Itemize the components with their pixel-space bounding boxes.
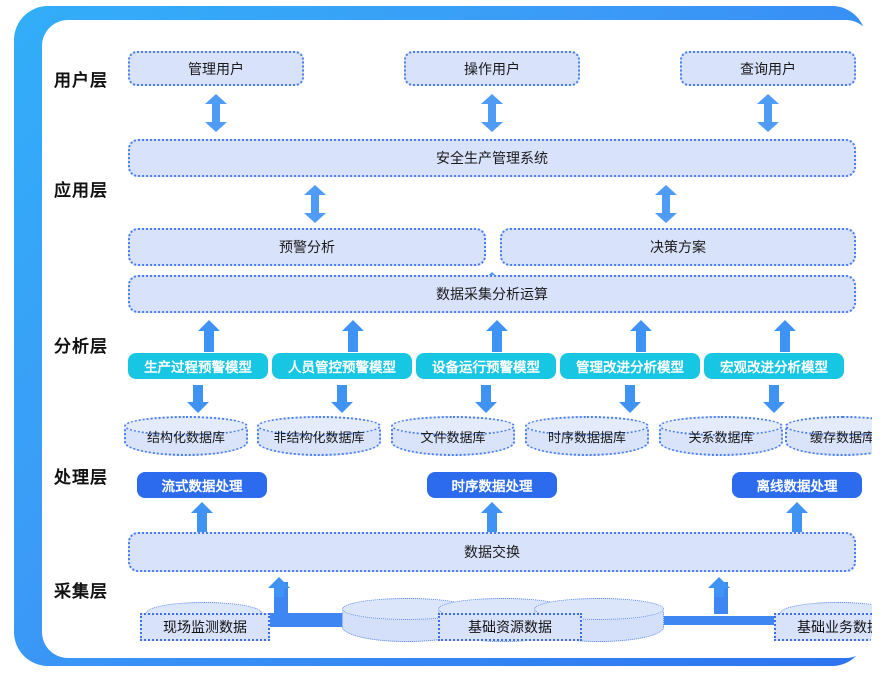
user-node-operator[interactable]: 操作用户 bbox=[404, 51, 580, 86]
user-node-admin[interactable]: 管理用户 bbox=[128, 51, 304, 86]
arrow-exchange-to-offline bbox=[786, 502, 808, 532]
db-cache[interactable]: 缓存数据库 bbox=[785, 416, 872, 456]
arrow-model-3-up bbox=[486, 320, 508, 352]
arrow-db-4-down bbox=[619, 385, 641, 413]
arrow-exchange-to-timeseries bbox=[481, 502, 503, 532]
model-production-process[interactable]: 生产过程预警模型 bbox=[128, 353, 268, 379]
processor-timeseries[interactable]: 时序数据处理 bbox=[427, 472, 557, 498]
db-file[interactable]: 文件数据库 bbox=[391, 416, 515, 456]
diagram-canvas: 用户层 应用层 分析层 处理层 采集层 管理用户 操作用户 查询用户 安全生产管… bbox=[42, 20, 872, 658]
arrow-db-1-down bbox=[187, 385, 209, 413]
model-personnel-control[interactable]: 人员管控预警模型 bbox=[272, 353, 412, 379]
arrow-system-to-warning-analysis bbox=[304, 185, 326, 223]
model-management-improve[interactable]: 管理改进分析模型 bbox=[560, 353, 700, 379]
source-chip-base-business[interactable]: 基础业务数据 bbox=[774, 613, 872, 641]
system-node-safety-production[interactable]: 安全生产管理系统 bbox=[128, 139, 856, 177]
connector-left-bar bbox=[240, 613, 370, 627]
diagram-outer-frame: 用户层 应用层 分析层 处理层 采集层 管理用户 操作用户 查询用户 安全生产管… bbox=[14, 6, 872, 666]
layer-label-collection: 采集层 bbox=[54, 582, 108, 601]
app-node-decision-plan[interactable]: 决策方案 bbox=[500, 228, 856, 266]
app-node-data-compute[interactable]: 数据采集分析运算 bbox=[128, 275, 856, 313]
arrow-system-to-decision-plan bbox=[655, 185, 677, 223]
db-relational[interactable]: 关系数据库 bbox=[659, 416, 783, 456]
db-unstructured[interactable]: 非结构化数据库 bbox=[257, 416, 381, 456]
source-chip-base-resource[interactable]: 基础资源数据 bbox=[438, 613, 582, 641]
db-relational-label: 关系数据库 bbox=[688, 429, 754, 445]
user-node-query[interactable]: 查询用户 bbox=[680, 51, 856, 86]
collection-node-data-exchange[interactable]: 数据交换 bbox=[128, 532, 856, 572]
arrow-exchange-to-stream bbox=[191, 502, 213, 532]
db-unstructured-label: 非结构化数据库 bbox=[273, 429, 365, 445]
arrow-db-3-down bbox=[475, 385, 497, 413]
arrow-db-2-down bbox=[331, 385, 353, 413]
arrow-model-5-up bbox=[774, 320, 796, 352]
arrow-query-to-system bbox=[757, 94, 779, 132]
layer-label-user: 用户层 bbox=[54, 71, 108, 90]
arrow-model-2-up bbox=[342, 320, 364, 352]
model-macro-improve[interactable]: 宏观改进分析模型 bbox=[704, 353, 844, 379]
layer-label-processing: 处理层 bbox=[54, 468, 108, 487]
processor-offline[interactable]: 离线数据处理 bbox=[732, 472, 862, 498]
db-cache-label: 缓存数据库 bbox=[809, 429, 872, 445]
processor-stream[interactable]: 流式数据处理 bbox=[137, 472, 267, 498]
db-timeseries-label: 时序数据据库 bbox=[547, 429, 626, 445]
arrow-model-1-up bbox=[198, 320, 220, 352]
model-equipment-operation[interactable]: 设备运行预警模型 bbox=[416, 353, 556, 379]
layer-label-app: 应用层 bbox=[54, 181, 108, 200]
layer-label-analysis: 分析层 bbox=[54, 337, 108, 356]
arrow-operator-to-system bbox=[481, 94, 503, 132]
source-chip-field-monitoring[interactable]: 现场监测数据 bbox=[140, 613, 270, 641]
arrow-admin-to-system bbox=[205, 94, 227, 132]
app-node-warning-analysis[interactable]: 预警分析 bbox=[128, 228, 486, 266]
db-structured[interactable]: 结构化数据库 bbox=[124, 416, 248, 456]
arrow-left-source-up bbox=[268, 577, 290, 597]
arrow-db-5-down bbox=[763, 385, 785, 413]
arrow-right-source-up bbox=[708, 577, 730, 597]
arrow-model-4-up bbox=[630, 320, 652, 352]
db-file-label: 文件数据库 bbox=[420, 429, 486, 445]
db-timeseries[interactable]: 时序数据据库 bbox=[525, 416, 649, 456]
db-structured-label: 结构化数据库 bbox=[146, 429, 225, 445]
